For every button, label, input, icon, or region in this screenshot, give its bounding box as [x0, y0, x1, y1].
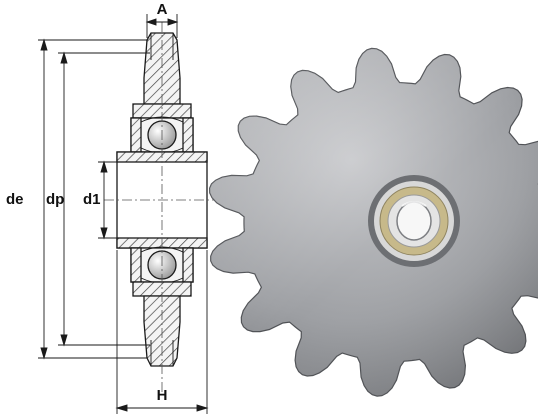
- dim-label-de: de: [6, 191, 24, 208]
- center-lines: [104, 22, 220, 392]
- dim-label-dp: dp: [46, 191, 64, 208]
- sprocket-image: [208, 47, 538, 397]
- bore-hole: [396, 201, 432, 241]
- dim-label-a: A: [157, 1, 168, 18]
- dim-label-h: H: [157, 387, 168, 404]
- dimension-lines: [38, 14, 209, 414]
- dim-label-d1: d1: [83, 191, 101, 208]
- upper-tooth: [143, 32, 181, 105]
